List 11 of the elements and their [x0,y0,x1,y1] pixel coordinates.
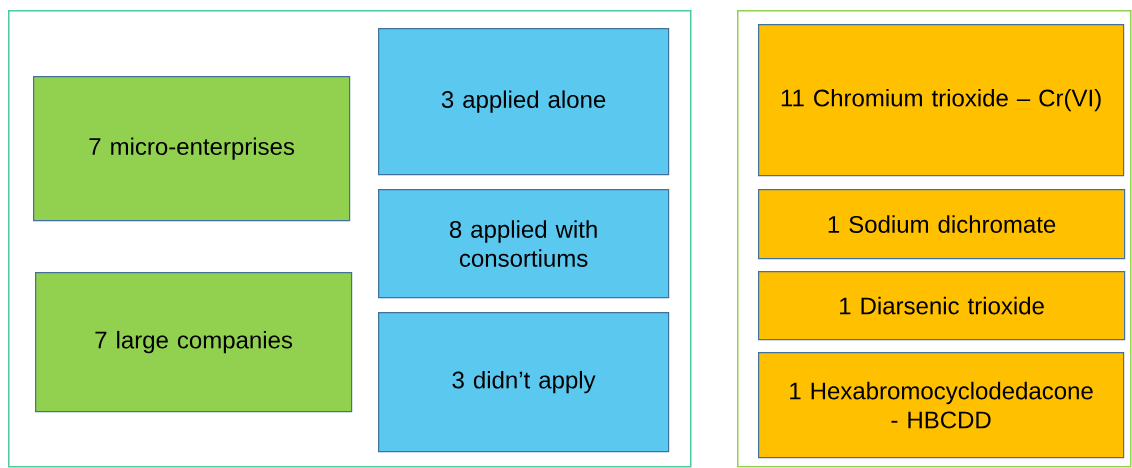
panel-frame [8,10,692,468]
text-box: 1 Hexabromocyclodedacone - HBCDD [758,352,1125,459]
text-box: 7 micro-enterprises [33,76,351,222]
text-box: 7 large companies [35,272,353,413]
panel-frame [737,10,1132,468]
text-box: 3 applied alone [378,28,670,176]
text-box: 11 Chromium trioxide – Cr(VI) [758,24,1125,177]
text-box: 1 Sodium dichromate [758,189,1126,260]
text-box: 3 didn’t apply [378,312,670,453]
text-box: 1 Diarsenic trioxide [758,271,1126,341]
text-box: 8 applied with consortiums [378,189,670,299]
